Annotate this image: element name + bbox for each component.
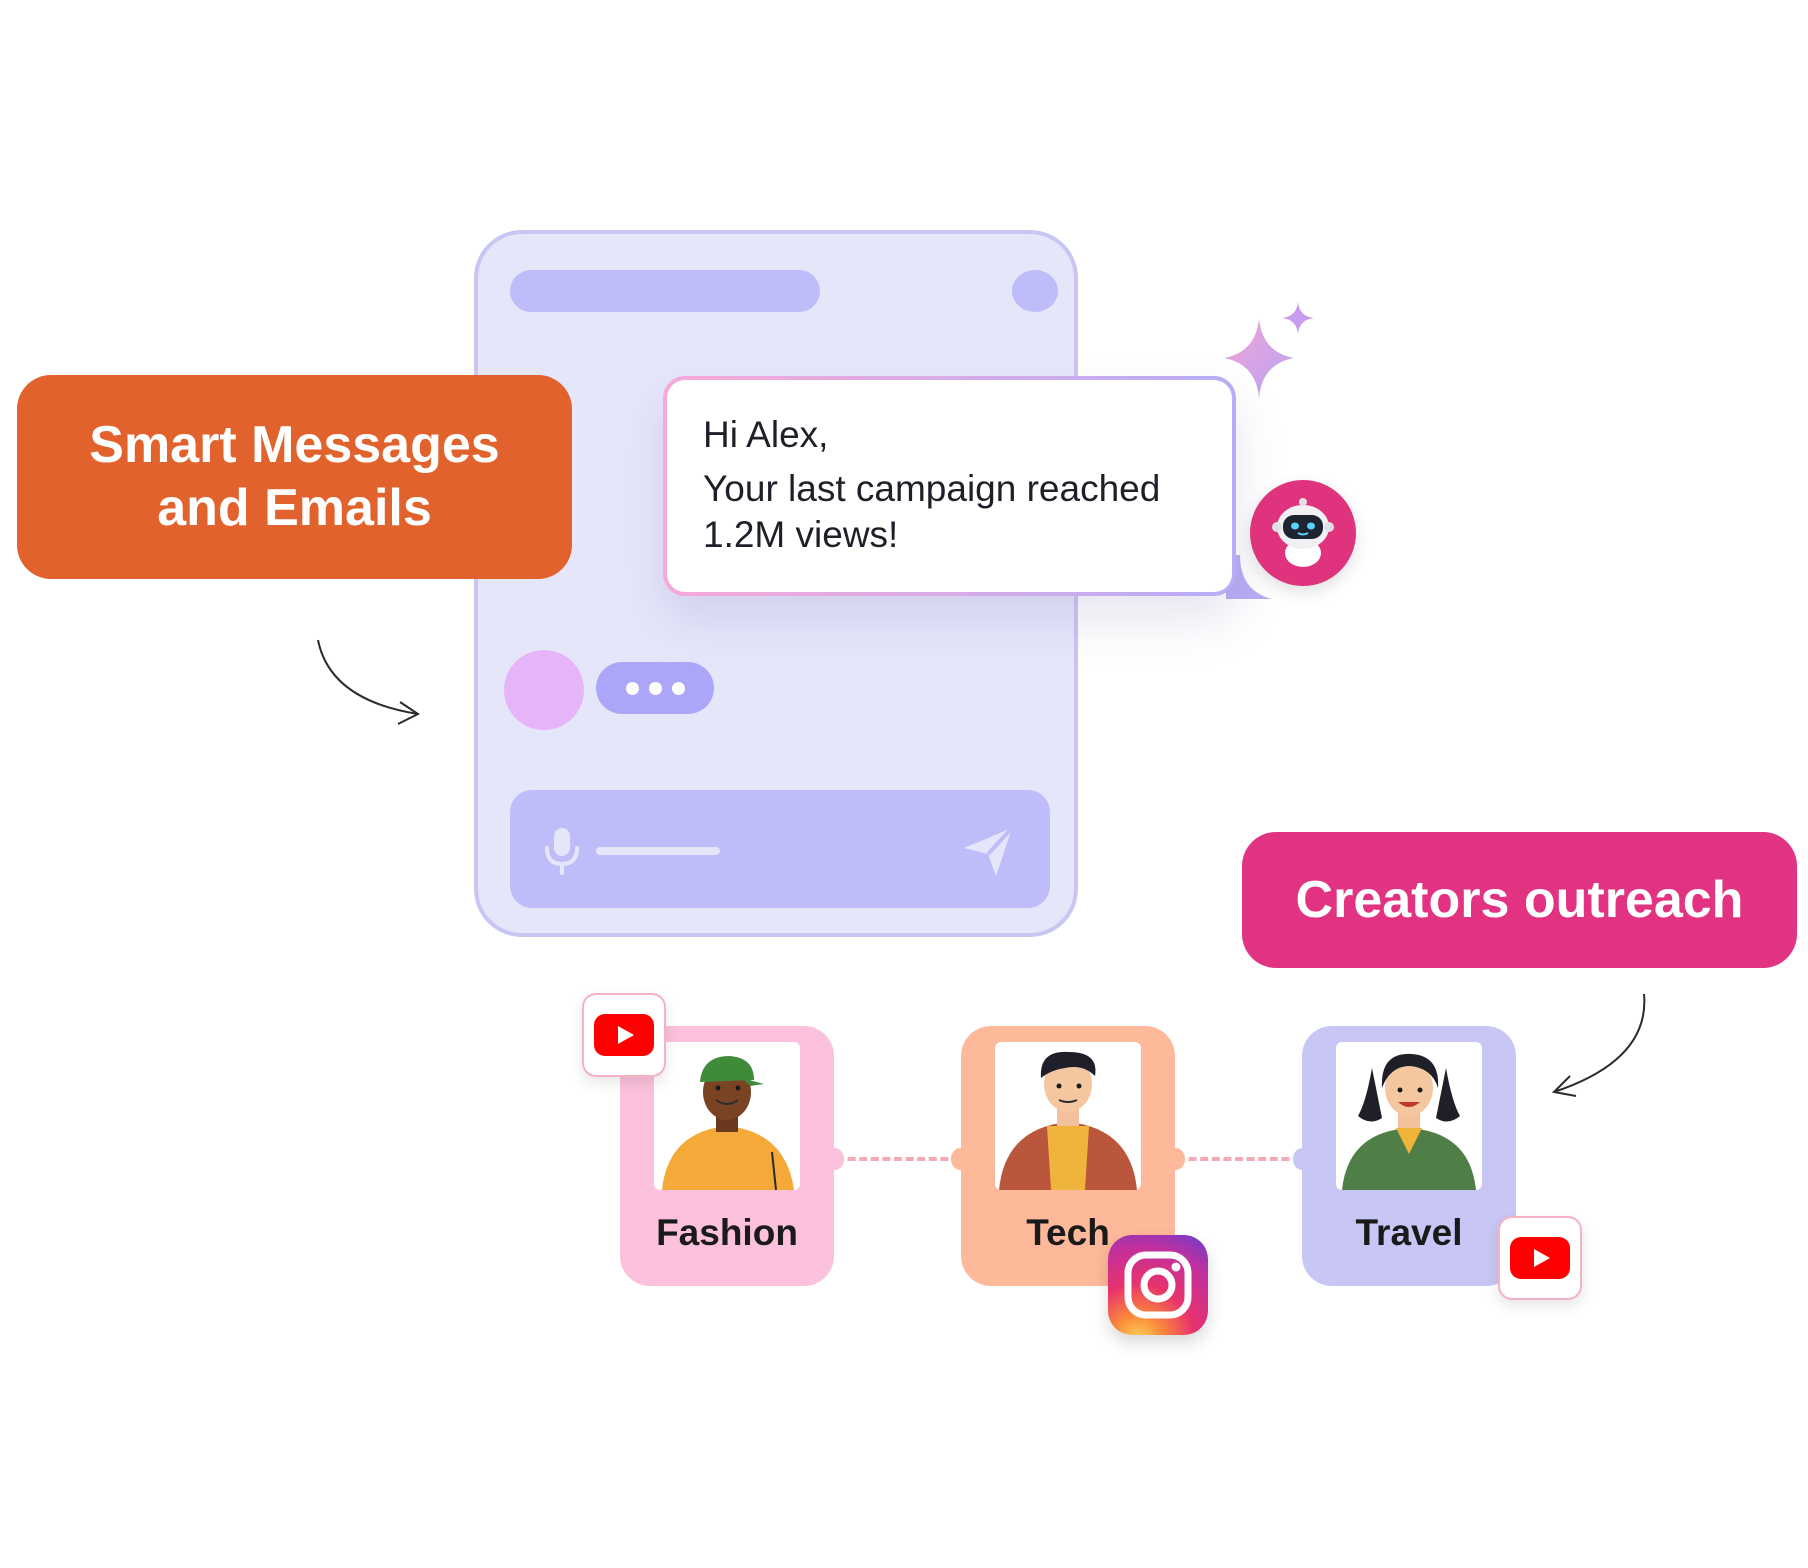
typing-indicator — [596, 662, 714, 714]
youtube-badge — [1498, 1216, 1582, 1300]
instagram-icon — [1108, 1235, 1208, 1335]
creator-avatar — [1336, 1042, 1482, 1190]
creator-avatar — [654, 1042, 800, 1190]
robot-avatar — [1250, 480, 1356, 586]
connector-line — [1177, 1157, 1301, 1161]
creator-category-label: Travel — [1355, 1212, 1463, 1253]
sparkle-icon — [1282, 302, 1314, 334]
chat-header-bar — [510, 270, 820, 312]
youtube-badge — [582, 993, 666, 1077]
robot-icon — [1272, 498, 1334, 567]
smart-messages-line1: Smart Messages — [89, 416, 500, 474]
typing-dot — [625, 681, 639, 695]
send-icon[interactable] — [960, 824, 1016, 880]
microphone-icon[interactable] — [542, 826, 582, 876]
input-placeholder-line — [596, 847, 720, 855]
creator-category-label: Fashion — [656, 1212, 798, 1253]
creator-card-travel[interactable]: Travel — [1302, 1026, 1516, 1286]
arrow-to-phone — [317, 639, 420, 725]
instagram-badge — [1108, 1235, 1208, 1335]
message-input-bar[interactable] — [510, 790, 1050, 908]
message-tail — [1226, 555, 1272, 599]
typing-dot — [648, 681, 662, 695]
smart-messages-line2: and Emails — [157, 479, 432, 537]
ai-message-card: Hi Alex, Your last campaign reached 1.2M… — [663, 376, 1236, 596]
message-text: Hi Alex, Your last campaign reached 1.2M… — [703, 410, 1203, 558]
creator-category-label: Tech — [1026, 1212, 1110, 1253]
chat-header-dot — [1012, 270, 1058, 312]
creator-card-fashion[interactable]: Fashion — [620, 1026, 834, 1286]
connector-line — [836, 1157, 960, 1161]
typing-dot — [671, 681, 685, 695]
message-body-line2: 1.2M views! — [703, 514, 899, 555]
sparkle-icon — [1224, 318, 1294, 398]
smart-messages-label: Smart Messages and Emails — [17, 375, 572, 579]
youtube-icon — [594, 1014, 654, 1056]
message-greeting: Hi Alex, — [703, 414, 829, 455]
creator-avatar — [995, 1042, 1141, 1190]
arrow-to-travel — [1551, 993, 1646, 1097]
message-body-line1: Your last campaign reached — [703, 468, 1161, 509]
youtube-icon — [1510, 1237, 1570, 1279]
contact-avatar — [504, 650, 584, 730]
creators-outreach-label: Creators outreach — [1242, 832, 1797, 968]
